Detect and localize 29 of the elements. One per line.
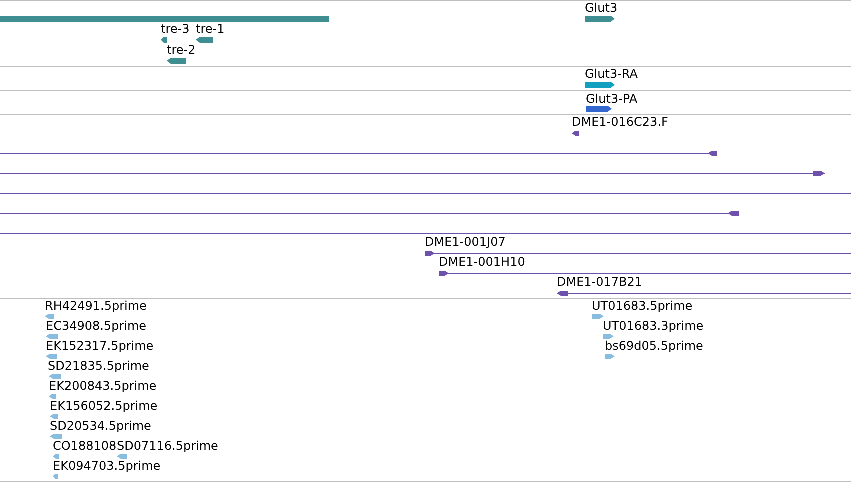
feature-label: RH42491.5prime (45, 300, 147, 313)
feature-line (0, 190, 851, 196)
feature-label: Glut3-RA (585, 68, 638, 81)
feature-label: UT01683.5prime (592, 300, 693, 313)
feature-label: EK200843.5prime (49, 380, 157, 393)
feature-label: SD21835.5prime (48, 360, 150, 373)
feature-label: CO188108 (53, 440, 117, 453)
feature-label: Glut3 (585, 2, 618, 15)
feature-line (0, 170, 825, 176)
feature-line (0, 150, 717, 156)
feature-line (0, 210, 739, 216)
feature-label: SD07116.5prime (117, 440, 218, 453)
feature-label: EC34908.5prime (46, 320, 147, 333)
feature-line (0, 230, 851, 236)
feature-label: DME1-001H10 (439, 256, 526, 269)
feature-label: Glut3-PA (586, 93, 638, 106)
feature-label: tre-2 (167, 44, 196, 57)
feature-label: bs69d05.5prime (605, 340, 704, 353)
feature-label: tre-1 (196, 23, 225, 36)
feature-label: tre-3 (161, 23, 190, 36)
feature-label: DME1-017B21 (557, 276, 643, 289)
feature-label: EK152317.5prime (46, 340, 154, 353)
feature-bar (0, 16, 329, 22)
feature-label: UT01683.3prime (603, 320, 704, 333)
feature-label: EK156052.5prime (50, 400, 158, 413)
feature-label: SD20534.5prime (50, 420, 152, 433)
feature-label: DME1-016C23.F (572, 116, 668, 129)
feature-label: EK094703.5prime (53, 460, 161, 473)
feature-label: DME1-001J07 (425, 236, 506, 249)
